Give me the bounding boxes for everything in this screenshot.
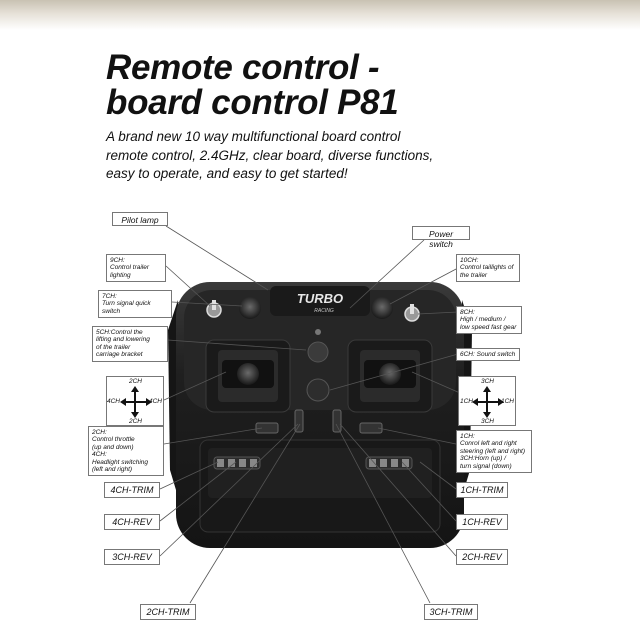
- ch2-ch4-line-1: 2CH:: [92, 429, 107, 436]
- ch4-trim-label: 4CH-TRIM: [104, 482, 160, 498]
- ch10-label: 10CH: Control taillights of the trailer: [456, 254, 520, 283]
- four-way-arrows-icon: [120, 386, 152, 418]
- ch7-label: 7CH: Turn signal quick switch: [98, 290, 172, 319]
- left-stick[interactable]: [237, 363, 259, 385]
- product-description: A brand new 10 way multifunctional board…: [106, 128, 486, 184]
- dip-switch: [391, 459, 398, 467]
- right-dir-left: 1CH: [460, 398, 474, 405]
- ch6-sound-button[interactable]: [306, 378, 330, 402]
- ch2-ch4-line-6: (left and right): [92, 466, 133, 474]
- ch7-line-2: Turn signal quick: [102, 300, 151, 308]
- description-line-3: easy to operate, and easy to get started…: [106, 166, 348, 181]
- right-stick[interactable]: [379, 363, 401, 385]
- dip-switch: [402, 459, 409, 467]
- ch9-toggle-lever: [212, 300, 216, 310]
- left-stick-direction-box: 2CH 2CH 4CH 4CH: [106, 376, 164, 426]
- dip-switch: [228, 459, 235, 467]
- ch10-line-3: the trailer: [460, 271, 488, 279]
- ch9-line-2: Control trailer: [110, 264, 150, 272]
- logo-plate: [270, 286, 370, 316]
- description-line-2: remote control, 2.4GHz, clear board, div…: [106, 147, 434, 163]
- ch1-ch3-line-3: steering (left and right): [460, 447, 526, 455]
- ch5-line-3: of the trailer: [96, 343, 131, 351]
- ch4-rev-label: 4CH-REV: [104, 514, 160, 530]
- description-line-1: A brand new 10 way multifunctional board…: [106, 129, 401, 144]
- ch2-rev-label: 2CH-REV: [456, 549, 508, 565]
- ch7-knob[interactable]: [239, 297, 261, 319]
- ch5-line-2: lifting and lowering: [96, 336, 150, 344]
- right-stick-direction-box: 3CH 3CH 1CH 1CH: [458, 376, 516, 426]
- dip-switch: [239, 459, 246, 467]
- ch9-line-1: 9CH:: [110, 257, 125, 264]
- ch8-line-2: High / medium /: [460, 316, 506, 324]
- ch1-rev-label: 1CH-REV: [456, 514, 508, 530]
- ch7-line-1: 7CH:: [102, 293, 117, 300]
- ch2-ch4-label: 2CH: Control throttle (up and down) 4CH:…: [88, 426, 164, 477]
- ch1-ch3-line-1: 1CH:: [460, 433, 475, 440]
- ch2-ch4-line-5: Headlight switching: [92, 458, 149, 466]
- ch1-trim-label: 1CH-TRIM: [456, 482, 508, 498]
- top-background-strip: [0, 0, 640, 30]
- ch5-label: 5CH:Control the lifting and lowering of …: [92, 326, 168, 362]
- ch9-label: 9CH: Control trailer lighting: [106, 254, 166, 283]
- ch10-line-1: 10CH:: [460, 257, 479, 264]
- leader-lines: [159, 225, 477, 604]
- ch1-ch3-line-5: turn signal (down): [460, 462, 512, 470]
- ch1-ch3-line-4: 3CH:Horn (up) /: [460, 455, 506, 463]
- left-dir-top: 2CH: [129, 378, 143, 385]
- power-switch-label: Power switch: [412, 226, 470, 249]
- ch5-line-1: 5CH:Control the: [96, 329, 143, 336]
- ch2-ch4-line-4: 4CH:: [92, 451, 107, 459]
- ch8-toggle-lever: [410, 304, 414, 314]
- dip-switch: [380, 459, 387, 467]
- ch7-line-3: switch: [102, 307, 121, 315]
- ch8-line-3: low speed fast gear: [460, 323, 517, 331]
- title-line-1: Remote control -: [106, 48, 380, 87]
- ch2-ch4-line-2: Control throttle: [92, 436, 135, 444]
- ch8-line-1: 8CH:: [460, 309, 475, 316]
- center-trim-left[interactable]: [294, 409, 304, 433]
- center-trim-right[interactable]: [332, 409, 342, 433]
- ch8-label: 8CH: High / medium / low speed fast gear: [456, 306, 522, 335]
- pilot-lamp-label: Pilot lamp: [112, 212, 168, 226]
- left-dir-left: 4CH: [107, 398, 121, 405]
- ch1-ch3-label: 1CH: Conrol left and right steering (lef…: [456, 430, 532, 474]
- right-dir-top: 3CH: [481, 378, 495, 385]
- right-dir-bottom: 3CH: [481, 418, 495, 425]
- page-title: Remote control - board control P81: [106, 48, 399, 122]
- ch9-line-3: lighting: [110, 271, 131, 279]
- ch2-trim-label: 2CH-TRIM: [140, 604, 196, 620]
- dip-switch: [250, 459, 257, 467]
- brand-logo: TURBO: [297, 291, 343, 306]
- ch3-rev-label: 3CH-REV: [104, 549, 160, 565]
- ch1-ch3-line-2: Conrol left and right: [460, 440, 517, 448]
- left-dir-bottom: 2CH: [129, 418, 143, 425]
- dip-switch: [369, 459, 376, 467]
- left-dir-right: 4CH: [149, 398, 163, 405]
- left-dip-switches[interactable]: [213, 456, 261, 470]
- ch3-trim-label: 3CH-TRIM: [424, 604, 478, 620]
- four-way-arrows-icon: [472, 386, 504, 418]
- left-horizontal-trim[interactable]: [255, 422, 279, 434]
- ch5-line-4: carriage bracket: [96, 351, 143, 359]
- brand-subtitle: RACING: [314, 308, 334, 314]
- pilot-lamp-led: [315, 329, 321, 335]
- right-horizontal-trim[interactable]: [359, 422, 383, 434]
- ch5-center-knob[interactable]: [307, 341, 329, 363]
- right-dip-switches[interactable]: [365, 456, 413, 470]
- ch10-knob[interactable]: [371, 297, 393, 319]
- ch10-line-2: Control taillights of: [460, 264, 514, 272]
- dip-switch: [217, 459, 224, 467]
- ch2-ch4-line-3: (up and down): [92, 443, 134, 451]
- title-line-2: board control P81: [106, 83, 399, 122]
- ch6-label: 6CH: Sound switch: [456, 348, 520, 362]
- right-dir-right: 1CH: [501, 398, 515, 405]
